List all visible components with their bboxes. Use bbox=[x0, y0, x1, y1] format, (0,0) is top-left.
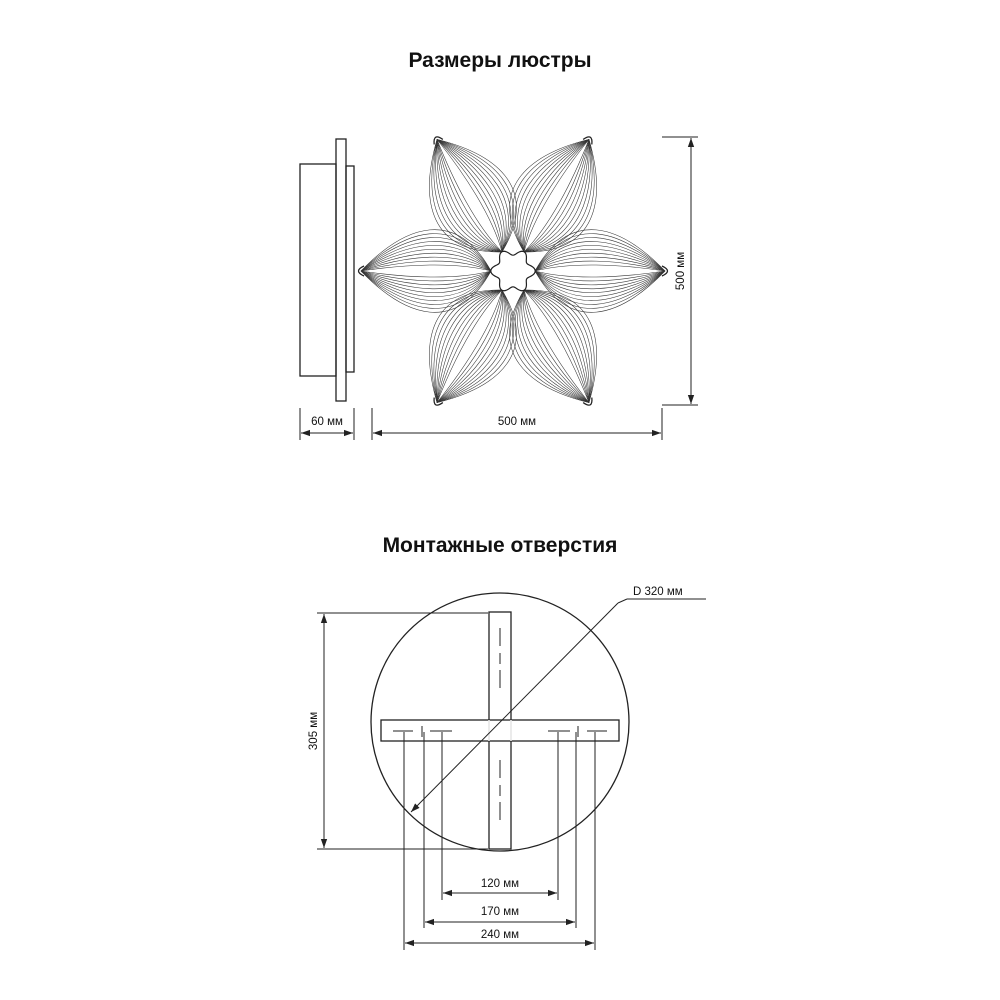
petal-wire bbox=[436, 139, 507, 253]
petal-wire bbox=[433, 289, 512, 403]
petal-wire bbox=[522, 289, 590, 403]
petal-wire bbox=[523, 289, 590, 403]
petal-wire bbox=[360, 229, 492, 313]
petal-wire bbox=[360, 245, 492, 297]
petal-wire bbox=[360, 252, 492, 290]
petal-wire bbox=[522, 139, 590, 253]
flower-center bbox=[490, 250, 536, 292]
petal-wire bbox=[512, 289, 595, 403]
flower-petal bbox=[534, 229, 669, 313]
horizontal-slots bbox=[393, 726, 607, 737]
petal-wire bbox=[534, 249, 666, 293]
height-dimension: 500 мм bbox=[662, 136, 698, 406]
petal-wire bbox=[534, 233, 666, 309]
flower-petal bbox=[357, 229, 492, 313]
petal-wire bbox=[534, 256, 666, 286]
mounting-plate: D 320 мм bbox=[370, 586, 706, 852]
petal-wire bbox=[436, 139, 503, 253]
petal-wire bbox=[360, 260, 492, 282]
petal-wire bbox=[435, 139, 509, 253]
chandelier-dimensions-title: Размеры люстры bbox=[408, 49, 592, 72]
flower-petal bbox=[509, 289, 597, 406]
petal-wire bbox=[436, 289, 503, 403]
petal-wire bbox=[433, 139, 512, 253]
petal-wire bbox=[429, 289, 517, 403]
petal-wire bbox=[534, 264, 666, 278]
mounting-holes-title: Монтажные отверстия bbox=[382, 534, 618, 557]
petal-wire bbox=[509, 289, 597, 403]
width-label: 500 мм bbox=[498, 416, 536, 428]
petal-wire bbox=[436, 139, 505, 253]
diameter-label: D 320 мм bbox=[633, 586, 683, 598]
petal-wire bbox=[519, 139, 590, 253]
petal-wire bbox=[360, 264, 492, 278]
petal-wire bbox=[534, 229, 666, 313]
petal-wire bbox=[360, 256, 492, 286]
depth-dimension: 60 мм bbox=[299, 408, 355, 440]
mounting-circle bbox=[370, 592, 630, 852]
hole-dimensions: 120 мм 170 мм 240 мм bbox=[403, 732, 596, 950]
diameter-line bbox=[410, 602, 619, 813]
petal-wire bbox=[436, 289, 505, 403]
petal-tip bbox=[357, 265, 365, 277]
petal-wire bbox=[523, 289, 590, 403]
hole-120-label: 120 мм bbox=[481, 878, 519, 890]
petal-tip bbox=[582, 397, 593, 406]
height-label: 500 мм bbox=[675, 252, 687, 290]
petal-wire bbox=[521, 139, 590, 253]
depth-label: 60 мм bbox=[311, 416, 343, 428]
petal-wire bbox=[436, 139, 503, 253]
petal-wire bbox=[436, 289, 503, 403]
petal-wire bbox=[436, 289, 503, 403]
petal-wire bbox=[360, 241, 492, 301]
petal-wire bbox=[360, 233, 492, 309]
petal-wire bbox=[436, 289, 507, 403]
petal-tip bbox=[582, 136, 593, 145]
petal-wire bbox=[517, 289, 591, 403]
petal-wire bbox=[534, 237, 666, 305]
petal-wire bbox=[514, 139, 593, 253]
petal-wire bbox=[534, 245, 666, 297]
petal-wire bbox=[436, 289, 504, 403]
petal-tip bbox=[433, 136, 444, 145]
petal-tip bbox=[661, 265, 669, 277]
petal-wire bbox=[534, 241, 666, 301]
flower-petal bbox=[509, 136, 597, 253]
side-view-body bbox=[299, 163, 337, 377]
petal-wire bbox=[534, 260, 666, 282]
petal-wire bbox=[360, 249, 492, 293]
petal-wire bbox=[534, 252, 666, 290]
petal-wire bbox=[521, 289, 590, 403]
hole-240-label: 240 мм bbox=[481, 929, 519, 941]
petal-wire bbox=[436, 139, 504, 253]
hole-170-label: 170 мм bbox=[481, 906, 519, 918]
petal-wire bbox=[431, 139, 514, 253]
petal-wire bbox=[360, 237, 492, 305]
side-view-base-plate bbox=[335, 138, 347, 402]
petal-wire bbox=[512, 139, 595, 253]
petal-wire bbox=[509, 139, 597, 253]
petal-wire bbox=[431, 289, 514, 403]
width-dimension: 500 мм bbox=[371, 408, 663, 440]
petal-wire bbox=[514, 289, 593, 403]
petal-wire bbox=[519, 289, 590, 403]
chandelier-front-view bbox=[357, 136, 669, 406]
petal-wire bbox=[429, 139, 517, 253]
side-view-front-rim bbox=[345, 165, 355, 373]
petal-wire bbox=[517, 139, 591, 253]
petal-wire bbox=[523, 139, 590, 253]
horizontal-bar bbox=[380, 719, 620, 742]
vertical-dimension: 305 мм bbox=[308, 612, 488, 850]
petal-tip bbox=[433, 397, 444, 406]
petal-wire bbox=[523, 139, 590, 253]
petal-wire bbox=[435, 289, 509, 403]
petal-wire bbox=[436, 139, 503, 253]
flower-petal bbox=[429, 289, 517, 406]
flower-petal bbox=[429, 136, 517, 253]
side-view bbox=[299, 138, 355, 402]
petal-wire bbox=[523, 139, 590, 253]
petal-wire bbox=[523, 289, 590, 403]
vertical-dimension-label: 305 мм bbox=[308, 712, 320, 750]
